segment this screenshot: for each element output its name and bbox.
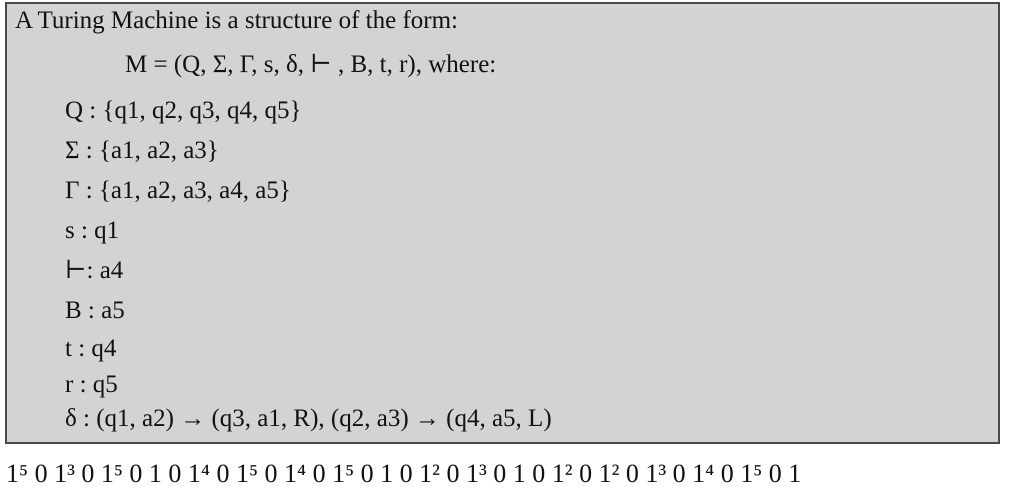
blank-symbol-line: B : a5	[65, 297, 125, 324]
definition-box: A Turing Machine is a structure of the f…	[5, 2, 1000, 444]
machine-encoding: 1⁵ 0 1³ 0 1⁵ 0 1 0 1⁴ 0 1⁵ 0 1⁴ 0 1⁵ 0 1…	[6, 459, 802, 488]
accept-state-line: t : q4	[65, 335, 117, 362]
endmarker-line: ⊢: a4	[65, 257, 124, 284]
intro-text: A Turing Machine is a structure of the f…	[15, 7, 458, 34]
start-state-line: s : q1	[65, 217, 120, 244]
transition-function-line: δ : (q1, a2) → (q3, a1, R), (q2, a3) → (…	[65, 405, 552, 432]
input-alphabet-line: Σ : {a1, a2, a3}	[65, 137, 219, 164]
states-line: Q : {q1, q2, q3, q4, q5}	[65, 97, 302, 124]
tape-alphabet-line: Γ : {a1, a2, a3, a4, a5}	[65, 177, 291, 204]
machine-definition: M = (Q, Σ, Γ, s, δ, ⊢ , B, t, r), where:	[125, 51, 497, 78]
reject-state-line: r : q5	[65, 371, 118, 398]
